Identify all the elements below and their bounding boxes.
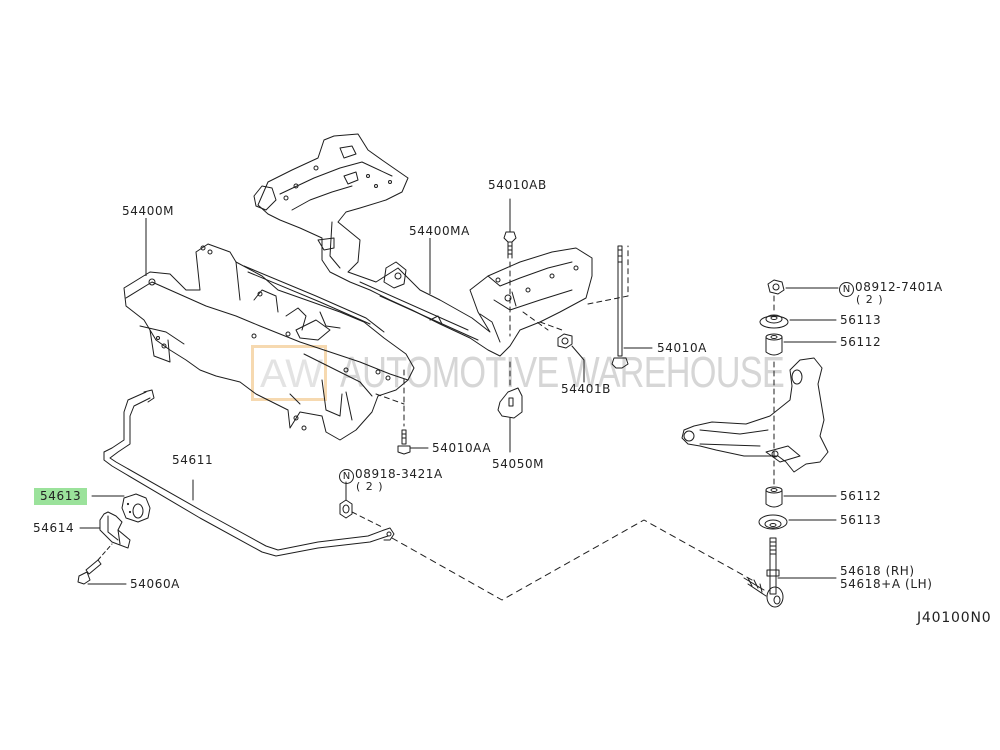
stabilizer-bar-54611[interactable] [103,389,395,557]
watermark-logo: AW [251,345,327,401]
label-54010aa[interactable]: 54010AA [432,441,492,455]
nut-54401b[interactable] [557,333,573,349]
suspension-member-rear[interactable] [253,133,593,357]
bushing-54613[interactable] [121,493,151,523]
leader-54401b [571,345,585,383]
label-54613-highlight[interactable]: 54613 [34,488,88,505]
bolt-54060a[interactable] [77,559,102,585]
notation-n-icon: N [839,282,854,297]
diagram-reference-code: J40100N0 [917,610,992,626]
washer-56113-upper[interactable] [759,314,789,329]
label-54613[interactable]: 54613 [34,488,88,505]
nut-08912-7401a[interactable] [767,279,785,295]
bolt-54010ab[interactable] [503,231,517,259]
dashed-guide-54401b [539,321,563,331]
label-54618-rh[interactable]: 54618 (RH) [840,564,915,578]
stopper-54050m[interactable] [497,387,523,419]
label-54400m[interactable]: 54400M [122,204,175,218]
suspension-member-front[interactable] [123,243,415,441]
dashed-guide-54060a [97,543,113,561]
label-54050m[interactable]: 54050M [492,457,545,471]
label-54010a[interactable]: 54010A [657,341,707,355]
label-54611[interactable]: 54611 [172,453,214,467]
label-56113-upper[interactable]: 56113 [840,313,882,327]
bolt-54010aa[interactable] [397,429,411,455]
label-56112-upper[interactable]: 56112 [840,335,882,349]
label-56112-lower[interactable]: 56112 [840,489,882,503]
dashed-guide-54010aa-2 [375,393,405,405]
bushing-56112-upper[interactable] [765,333,783,356]
label-54400ma[interactable]: 54400MA [409,224,470,238]
leader-54400m [145,218,147,276]
stabilizer-link-54618[interactable] [743,537,784,608]
dashed-guide-link [391,519,753,601]
watermark-text: AUTOMOTIVE WAREHOUSE [340,348,785,397]
label-54614[interactable]: 54614 [33,521,75,535]
leader-54400ma [429,238,431,294]
dashed-guide-54010a [587,245,629,305]
clamp-54614[interactable] [99,511,131,549]
nut-08918-3421a[interactable] [339,499,353,519]
dashed-guide-54401b-2 [522,311,549,331]
washer-56113-lower[interactable] [758,514,788,530]
notation-n-icon: N [339,469,354,484]
label-54618-lh[interactable]: 54618+A (LH) [840,577,933,591]
dashed-guide-08918-3421a [351,511,385,529]
lower-arm[interactable] [681,357,829,473]
label-54010ab[interactable]: 54010AB [488,178,547,192]
bolt-54010a[interactable] [611,245,629,369]
label-54401b[interactable]: 54401B [561,382,612,396]
qty-08912-7401a: ( 2 ) [856,293,884,306]
qty-08918-3421a: ( 2 ) [356,480,384,493]
bushing-56112-lower[interactable] [765,486,783,508]
label-56113-lower[interactable]: 56113 [840,513,882,527]
label-54060a[interactable]: 54060A [130,577,180,591]
